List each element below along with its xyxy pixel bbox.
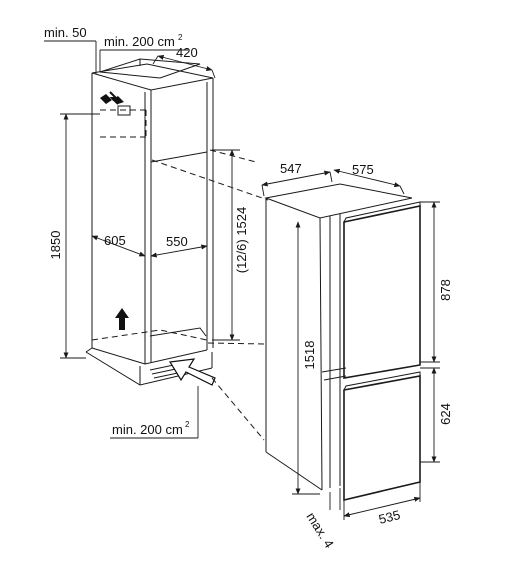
label-bottom-vent: min. 200 cm — [112, 422, 183, 437]
dim-niche-inner-height: (12/6) 1524 — [212, 149, 249, 341]
dim-appliance-height: 1518 — [292, 221, 320, 495]
top-vent-box — [99, 58, 201, 79]
dim-top-vent: min. 200 cm 2 — [99, 33, 188, 72]
dim-door-lower: 624 — [420, 367, 453, 463]
label-top-vent: min. 200 cm — [104, 34, 175, 49]
appliance — [264, 183, 421, 502]
label-niche-depth-inner: 550 — [166, 234, 188, 249]
label-door-upper: 878 — [438, 279, 453, 301]
dim-door-width: 535 — [343, 482, 421, 527]
electric-warning-icon — [100, 91, 124, 105]
dim-gap-max: max. 4 — [303, 488, 341, 551]
label-appliance-depth: 547 — [280, 161, 302, 176]
label-niche-height: 1850 — [48, 231, 63, 260]
label-appliance-height: 1518 — [302, 341, 317, 370]
label-niche-depth-side: 605 — [104, 233, 126, 248]
label-top-min: min. 50 — [44, 25, 87, 40]
dim-top-min: min. 50 — [44, 25, 97, 74]
label-door-width: 535 — [377, 507, 402, 527]
label-top-vent-sup: 2 — [178, 33, 183, 42]
airflow-up-arrow-icon — [115, 308, 129, 330]
label-niche-depth-top: 420 — [176, 45, 198, 60]
dim-bottom-vent: min. 200 cm 2 — [110, 386, 199, 439]
label-appliance-width-top: 575 — [352, 162, 374, 177]
label-door-lower: 624 — [438, 403, 453, 425]
label-niche-inner-height: (12/6) 1524 — [234, 207, 249, 274]
airflow-inlet-arrow-icon — [169, 358, 216, 386]
dim-niche-height: 1850 — [48, 113, 100, 359]
dim-niche-depth-top: 420 — [152, 45, 216, 79]
niche-cabinet — [85, 58, 214, 386]
projection-lines — [151, 149, 269, 441]
dim-niche-depth-inner: 550 — [150, 234, 208, 258]
dim-niche-depth-side: 605 — [91, 233, 146, 257]
label-gap-max: max. 4 — [303, 510, 336, 551]
dim-door-upper: 878 — [420, 201, 453, 363]
label-bottom-vent-sup: 2 — [185, 420, 190, 429]
dim-appliance-depth: 547 — [261, 161, 333, 197]
upper-door-panel — [343, 205, 421, 379]
lower-door-panel — [343, 375, 421, 502]
dim-appliance-width-top: 575 — [333, 162, 405, 195]
